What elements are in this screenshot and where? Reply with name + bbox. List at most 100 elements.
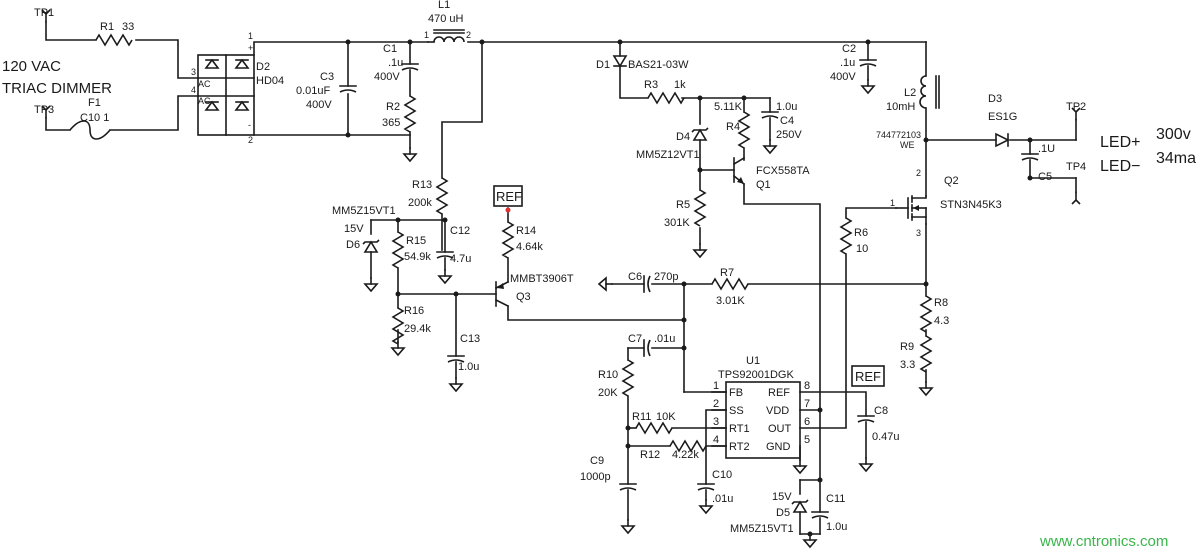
tp3-label: TP3 (34, 104, 54, 116)
wires (45, 21, 1077, 535)
led-minus-label: LED− (1100, 158, 1140, 175)
watermark: www.cntronics.com (1039, 533, 1168, 550)
r1-symbol (95, 34, 133, 46)
d1-ref: D1 (596, 59, 610, 71)
q1-symbol (732, 156, 746, 186)
q2-pin-3: 3 (916, 228, 921, 238)
r7-symbol (711, 278, 749, 290)
l1-ref: L1 (438, 0, 450, 11)
u1-pin-8: 8 (804, 380, 810, 392)
gnd-c4 (763, 139, 777, 154)
c6-symbol (643, 275, 651, 293)
u1-pin-5: 5 (804, 434, 810, 446)
c2-symbol (859, 59, 877, 67)
ref-label-1: REF (496, 189, 522, 204)
ref-box-2 (851, 365, 885, 387)
r3-ref: R3 (644, 79, 658, 91)
d5-voltage: 15V (772, 491, 792, 503)
c12-ref: C12 (450, 225, 470, 237)
output-voltage: 300v (1156, 126, 1191, 143)
r15-value: 54.9k (404, 251, 431, 263)
r13-value: 200k (408, 197, 432, 209)
l2-ref: L2 (904, 87, 916, 99)
d6-partnumber: MM5Z15VT1 (332, 205, 396, 217)
r15-ref: R15 (406, 235, 426, 247)
r6-symbol (840, 217, 852, 255)
c7-ref: C7 (628, 333, 642, 345)
f1-symbol (69, 120, 111, 140)
q2-pin-2: 2 (916, 168, 921, 178)
r5-ref: R5 (676, 199, 690, 211)
r1-ref: R1 (100, 21, 114, 33)
ref-box-1 (493, 185, 523, 207)
l2-maker: WE (900, 140, 915, 150)
d2-ref: D2 (256, 61, 270, 73)
d3-value: ES1G (988, 111, 1017, 123)
c4-voltage: 250V (776, 129, 802, 141)
q1-ref: Q1 (756, 179, 771, 191)
r14-value: 4.64k (516, 241, 543, 253)
q2-value: STN3N45K3 (940, 199, 1002, 211)
r9-symbol (920, 335, 932, 373)
c10-value: .01u (712, 493, 733, 505)
c1-value: .1u (388, 57, 403, 69)
bridge-diodes (204, 58, 250, 111)
d1-value: BAS21-03W (628, 59, 689, 71)
c3-value: 0.01uF (296, 85, 331, 97)
gnd-d6 (364, 277, 378, 292)
u1-ref: U1 (746, 355, 760, 367)
c6-ref: C6 (628, 271, 642, 283)
r8-ref: R8 (934, 297, 948, 309)
c1-symbol (401, 63, 419, 71)
bridge-plus: + (248, 43, 253, 53)
u1-pin-3: 3 (713, 416, 719, 428)
r12-ref: R12 (640, 449, 660, 461)
r14-ref: R14 (516, 225, 536, 237)
r6-value: 10 (856, 243, 868, 255)
c1-ref: C1 (383, 43, 397, 55)
c8-value: 0.47u (872, 431, 900, 443)
d5-ref: D5 (776, 507, 790, 519)
d4-symbol (691, 127, 709, 141)
q1-value: FCX558TA (756, 165, 810, 177)
d6-ref: D6 (346, 239, 360, 251)
u1-pin-1: 1 (713, 380, 719, 392)
r4-ref: R4 (726, 121, 740, 133)
tp1-label: TP1 (34, 7, 54, 19)
c11-ref: C11 (826, 493, 845, 505)
r9-ref: R9 (900, 341, 914, 353)
c4-value: 1.0u (776, 101, 797, 113)
c2-ref: C2 (842, 43, 856, 55)
r11-symbol (635, 422, 673, 434)
input-voltage-label: 120 VAC (2, 58, 61, 75)
d3-ref: D3 (988, 93, 1002, 105)
gnd-c12 (438, 269, 452, 284)
c10-ref: C10 (712, 469, 732, 481)
c9-symbol (619, 483, 637, 491)
r10-value: 20K (598, 387, 618, 399)
ref-label-2: REF (855, 369, 881, 384)
u1-pin-ss: SS (729, 405, 744, 417)
r8-value: 4.3 (934, 315, 949, 327)
bridge-pin-3: 3 (191, 67, 196, 77)
gnd-u1 (793, 459, 807, 474)
d5-partnumber: MM5Z15VT1 (730, 523, 794, 535)
l1-symbol (427, 29, 465, 43)
gnd-r5 (693, 243, 707, 258)
c13-value: 1.0u (458, 361, 479, 373)
gnd-c10 (699, 499, 713, 514)
d4-value: MM5Z12VT1 (636, 149, 700, 161)
q3-ref: Q3 (516, 291, 531, 303)
led-plus-label: LED+ (1100, 134, 1140, 151)
gnd-r16 (391, 341, 405, 356)
r4-symbol (738, 111, 750, 149)
c8-symbol (857, 415, 875, 423)
r16-ref: R16 (404, 305, 424, 317)
d2-value: HD04 (256, 75, 284, 87)
d5-symbol (791, 499, 809, 513)
r4-value: 5.11K (714, 101, 743, 113)
u1-pin-6: 6 (804, 416, 810, 428)
r5-value: 301K (664, 217, 690, 229)
bridge-ac-1: AC (198, 79, 211, 89)
c11-value: 1.0u (826, 521, 847, 533)
